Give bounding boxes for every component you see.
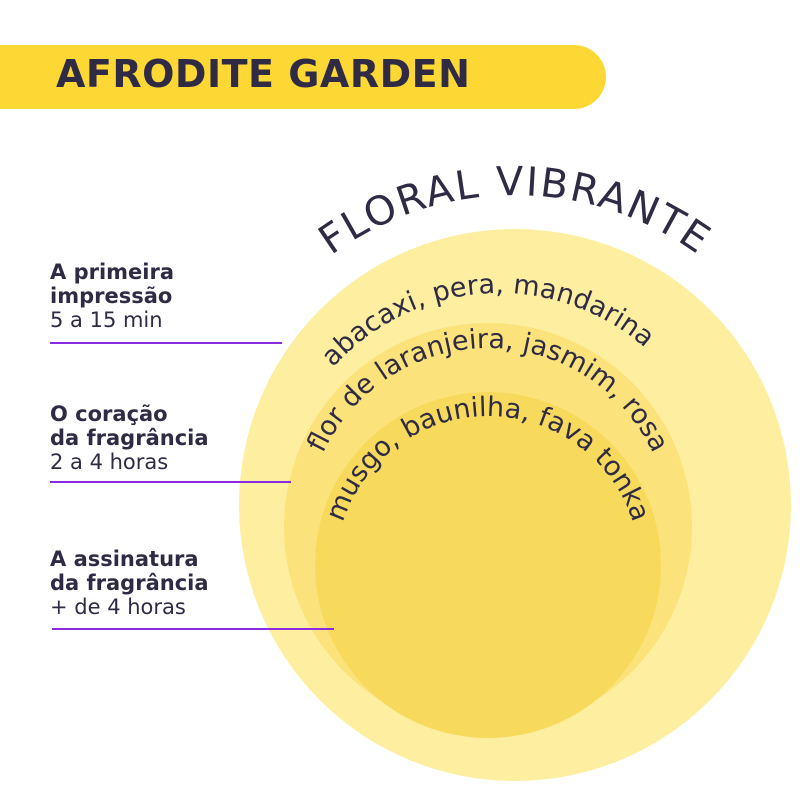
base-notes-divider — [52, 628, 334, 630]
top-notes-label: A primeira impressão 5 a 15 min — [50, 260, 174, 332]
base-notes-circle — [315, 392, 661, 738]
base-notes-duration: + de 4 horas — [50, 595, 186, 619]
heart-notes-heading-1: O coração — [50, 402, 168, 426]
top-notes-divider — [50, 342, 282, 344]
top-notes-heading-2: impressão — [50, 284, 173, 308]
heart-notes-divider — [50, 481, 291, 483]
base-notes-label: A assinatura da fragrância + de 4 horas — [50, 547, 209, 619]
top-notes-duration: 5 a 15 min — [50, 308, 163, 332]
heart-notes-label: O coração da fragrância 2 a 4 horas — [50, 402, 209, 474]
title-banner — [0, 45, 606, 109]
heart-notes-heading-2: da fragrância — [50, 426, 209, 450]
page-title: AFRODITE GARDEN — [56, 52, 471, 96]
base-notes-heading-2: da fragrância — [50, 571, 209, 595]
top-notes-heading-1: A primeira — [50, 260, 175, 284]
base-notes-heading-1: A assinatura — [50, 547, 199, 571]
heart-notes-duration: 2 a 4 horas — [50, 450, 169, 474]
